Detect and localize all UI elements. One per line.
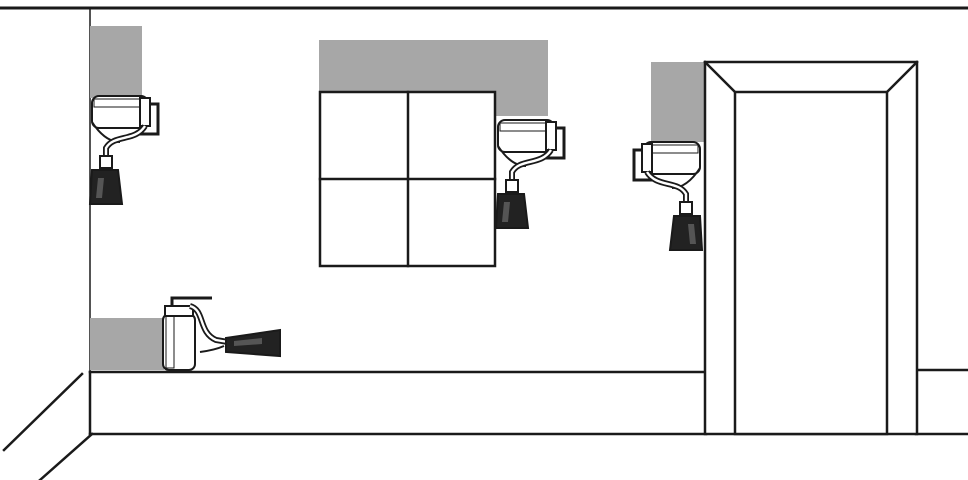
paint-roller-icon <box>634 142 702 250</box>
painted-area-bottom-left <box>90 318 164 370</box>
baseboard-side-line <box>38 432 94 480</box>
painted-area-door <box>651 62 705 142</box>
baseboard-icon <box>88 368 968 436</box>
paint-roller-icon <box>496 120 564 228</box>
paint-roller-icon <box>162 296 281 371</box>
painted-area-top-left <box>90 26 142 98</box>
door-icon <box>703 60 919 436</box>
window-icon <box>318 90 497 268</box>
floor-edge-line <box>2 372 84 452</box>
paint-roller-icon <box>90 96 158 204</box>
painted-area-window <box>319 40 548 116</box>
